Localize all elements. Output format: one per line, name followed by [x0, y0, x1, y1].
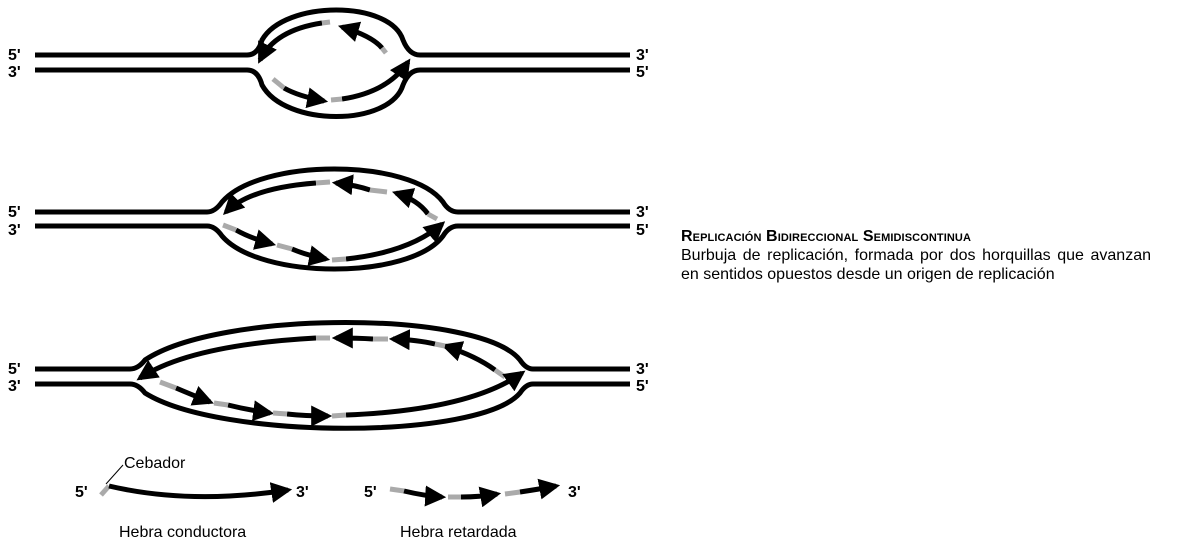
label-5prime: 5' — [636, 64, 649, 81]
leading-strand-lower — [346, 224, 442, 259]
lagging-fragment — [404, 491, 442, 497]
primer — [435, 344, 445, 346]
label-5prime: 5' — [75, 484, 88, 501]
primer — [322, 22, 330, 23]
label-3prime: 3' — [636, 204, 649, 221]
primer — [390, 489, 404, 491]
lagging-fragment — [342, 27, 382, 48]
lagging-fragment — [336, 183, 370, 190]
primer — [332, 259, 346, 260]
replication-bubble-3: 5' 3' 3' 5' — [8, 323, 649, 429]
lagging-fragment — [284, 88, 324, 101]
lagging-fragment — [287, 414, 328, 416]
primer — [428, 214, 437, 219]
figure-caption: Replicación Bidireccional Semidiscontinu… — [681, 227, 1151, 284]
primer — [223, 225, 236, 230]
label-5prime: 5' — [8, 204, 21, 221]
legend: Cebador 5' 3' Hebra conductora 5' 3' Heb… — [75, 455, 581, 541]
primer — [382, 48, 386, 53]
replication-bubble-1: 5' 3' 3' 5' — [8, 10, 649, 117]
leading-strand-arrow — [109, 486, 288, 497]
leading-strand-upper — [140, 338, 316, 378]
primer — [160, 382, 176, 388]
label-5prime: 5' — [636, 222, 649, 239]
replication-bubble-2: 5' 3' 3' 5' — [8, 169, 649, 269]
lagging-fragment — [396, 193, 428, 214]
primer — [277, 245, 292, 249]
label-5prime: 5' — [8, 361, 21, 378]
label-3prime: 3' — [296, 484, 309, 501]
lagging-strand-caption: Hebra retardada — [400, 524, 517, 541]
label-5prime: 5' — [364, 484, 377, 501]
lagging-fragment — [292, 249, 326, 259]
label-3prime: 3' — [8, 378, 21, 395]
primer — [273, 79, 284, 88]
parental-strand-bottom — [35, 384, 630, 428]
label-3prime: 3' — [636, 361, 649, 378]
label-5prime: 5' — [636, 378, 649, 395]
leading-strand-caption: Hebra conductora — [119, 524, 246, 541]
primer — [316, 182, 330, 183]
primer — [273, 413, 287, 414]
primer — [495, 370, 505, 377]
lagging-fragment — [228, 405, 270, 413]
primer-label: Cebador — [124, 455, 186, 472]
label-3prime: 3' — [8, 222, 21, 239]
label-3prime: 3' — [636, 47, 649, 64]
lagging-fragment — [393, 339, 435, 344]
legend-lagging-strand: 5' 3' Hebra retardada — [364, 484, 581, 541]
primer — [332, 415, 346, 416]
legend-leading-strand: Cebador 5' 3' Hebra conductora — [75, 455, 309, 541]
lagging-fragment — [520, 486, 556, 492]
primer — [101, 486, 109, 495]
parental-strand-bottom — [35, 70, 630, 117]
parental-strand-top — [35, 10, 630, 55]
label-5prime: 5' — [8, 47, 21, 64]
primer-pointer-line — [106, 465, 123, 484]
parental-strand-top — [35, 169, 630, 212]
lagging-fragment — [236, 230, 272, 244]
primer — [370, 190, 387, 192]
lagging-fragment — [445, 346, 495, 370]
lagging-fragment — [176, 388, 210, 402]
parental-strand-top — [35, 323, 630, 370]
lagging-fragment — [336, 338, 373, 339]
label-3prime: 3' — [568, 484, 581, 501]
lagging-fragment — [461, 494, 497, 497]
parental-strand-bottom — [35, 226, 630, 269]
primer — [331, 99, 342, 100]
primer — [214, 403, 228, 405]
primer — [505, 492, 520, 494]
caption-body: Burbuja de replicación, formada por dos … — [681, 246, 1151, 284]
label-3prime: 3' — [8, 64, 21, 81]
caption-title: Replicación Bidireccional Semidiscontinu… — [681, 227, 1151, 246]
